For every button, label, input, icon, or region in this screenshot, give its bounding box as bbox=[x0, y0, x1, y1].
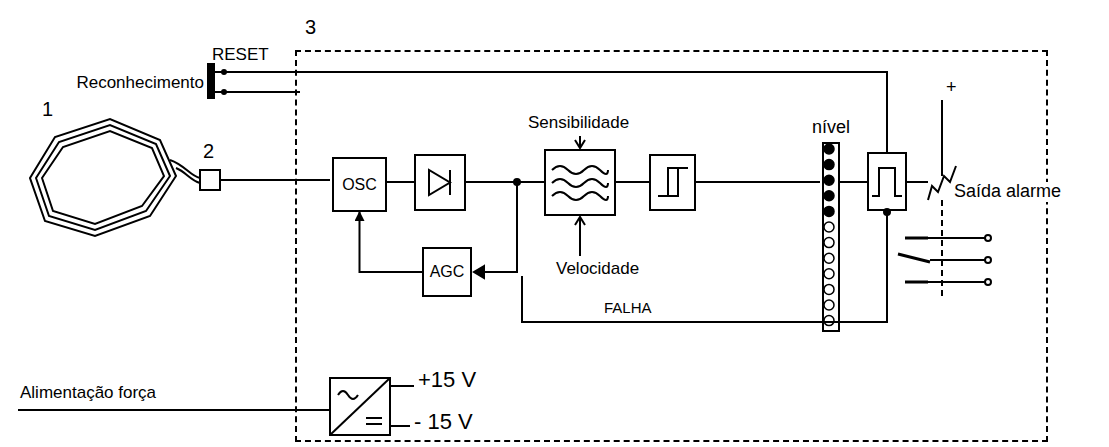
button-label: RESET bbox=[212, 46, 269, 65]
control-label: Velocidade bbox=[556, 260, 639, 279]
connection-box bbox=[200, 170, 220, 190]
loop-coil bbox=[30, 119, 200, 236]
junction-dot bbox=[884, 209, 890, 215]
level-led bbox=[824, 206, 834, 216]
polarity-mark: + bbox=[946, 78, 957, 98]
oscillator-box: OSC bbox=[332, 157, 387, 212]
level-led bbox=[824, 253, 834, 263]
level-led bbox=[824, 144, 834, 154]
level-led bbox=[824, 300, 834, 310]
fault-wire bbox=[522, 210, 887, 322]
level-led bbox=[824, 269, 834, 279]
signal-wire bbox=[615, 181, 650, 183]
signal-wire bbox=[465, 181, 545, 183]
signal-name: FALHA bbox=[604, 300, 652, 317]
button-label: Reconhecimento bbox=[76, 74, 204, 93]
level-leds bbox=[824, 144, 834, 326]
output-label: Saída alarme bbox=[952, 182, 1063, 202]
feed-wire bbox=[220, 179, 330, 181]
level-led bbox=[824, 175, 834, 185]
signal-wire bbox=[385, 181, 415, 183]
enclosure-frame: 3OSCAGCnível bbox=[295, 50, 1048, 442]
callout-number: 2 bbox=[203, 140, 214, 162]
reset-button bbox=[208, 64, 887, 153]
arrow-head bbox=[474, 266, 484, 278]
supply-label: Alimentação força bbox=[20, 384, 156, 403]
agc-box: AGC bbox=[422, 247, 472, 297]
level-led bbox=[824, 316, 834, 326]
signal-wire bbox=[695, 181, 820, 183]
level-bar: nível bbox=[822, 142, 840, 332]
level-led bbox=[824, 238, 834, 248]
level-led bbox=[824, 284, 834, 294]
callout-number: 1 bbox=[42, 98, 53, 120]
level-led bbox=[824, 160, 834, 170]
control-connector bbox=[360, 212, 423, 272]
bar-heading: nível bbox=[812, 118, 850, 138]
signal-wire bbox=[838, 181, 868, 183]
callout-number: 3 bbox=[305, 16, 316, 38]
schmitt-trigger-block bbox=[650, 155, 695, 210]
control-label: Sensibilidade bbox=[528, 114, 629, 133]
filter-block bbox=[545, 136, 615, 256]
agc-wire bbox=[476, 182, 517, 272]
level-led bbox=[824, 222, 834, 232]
block-name: OSC bbox=[342, 176, 377, 194]
level-led bbox=[824, 191, 834, 201]
voltage-label: - 15 V bbox=[414, 410, 473, 434]
power-supply bbox=[18, 378, 414, 435]
voltage-label: +15 V bbox=[418, 368, 476, 392]
pulse-block bbox=[868, 153, 906, 210]
rectifier-block bbox=[415, 155, 465, 210]
block-name: AGC bbox=[430, 263, 465, 281]
